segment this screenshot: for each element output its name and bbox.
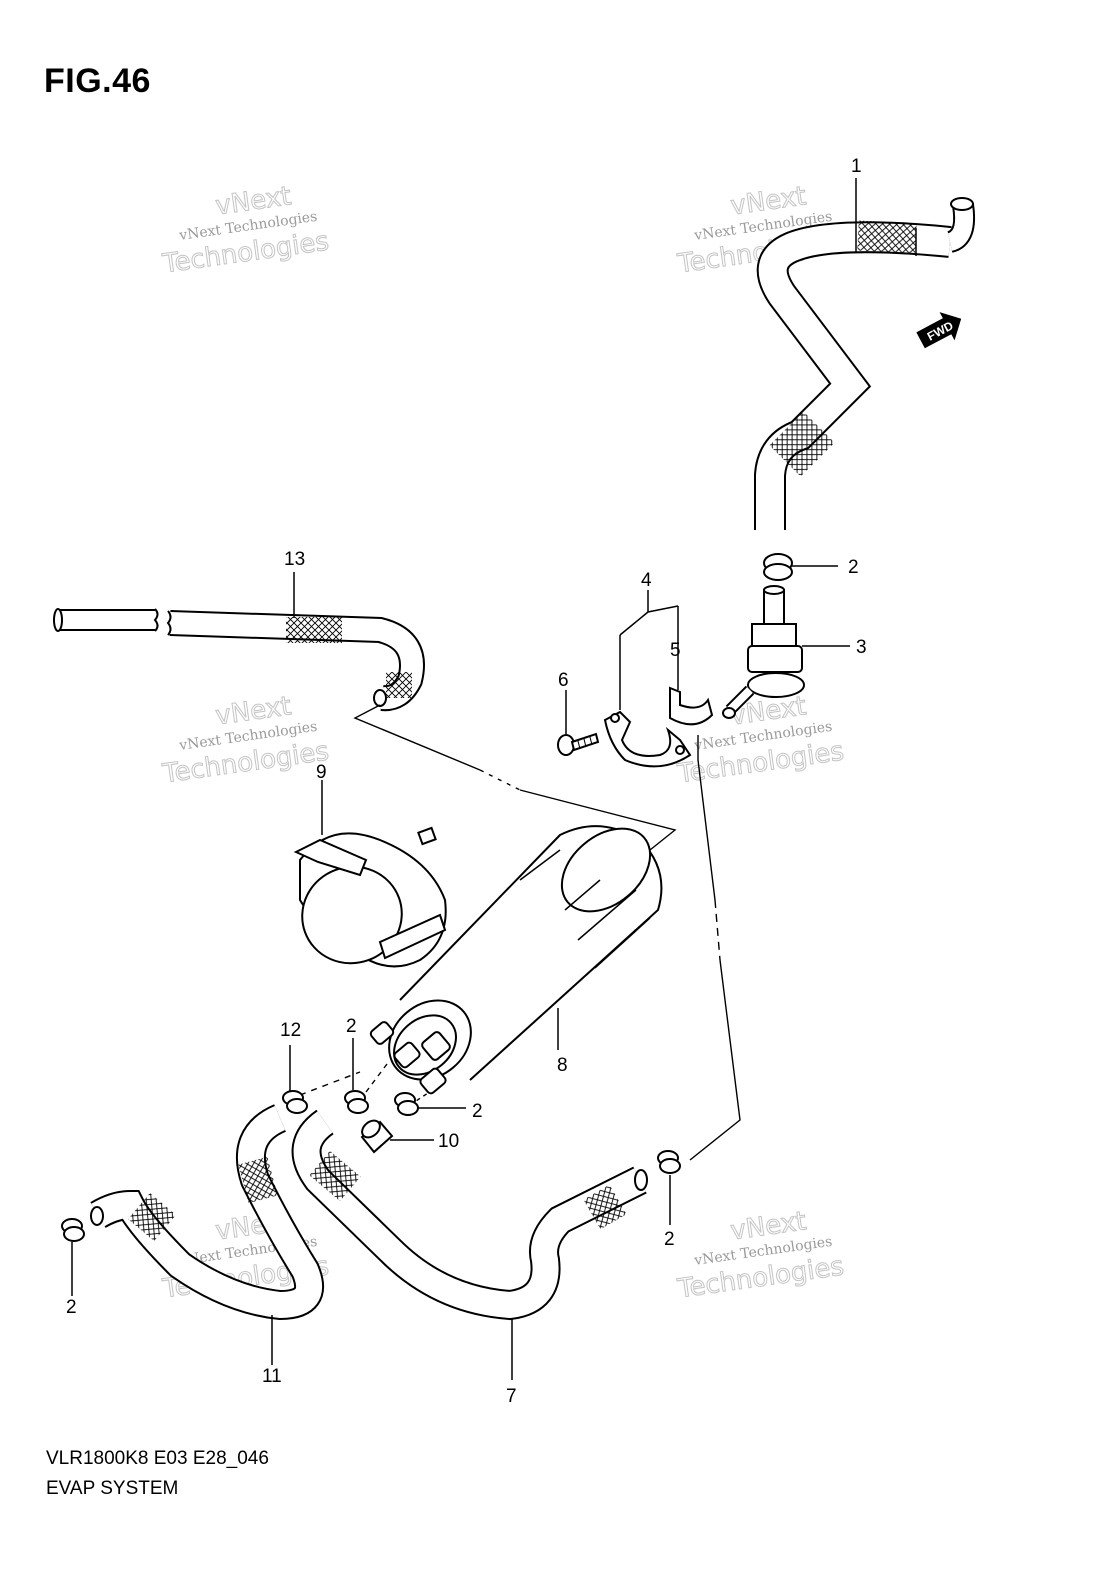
callout-part-6: 6 bbox=[558, 670, 569, 691]
callout-part-5: 5 bbox=[670, 640, 681, 661]
clamp-part-2-d bbox=[61, 1218, 85, 1242]
watermark-bottom-right: vNext vNext Technologies Technologies bbox=[675, 1206, 847, 1305]
callout-part-2-b: 2 bbox=[346, 1016, 357, 1037]
watermark-top-left: vNext vNext Technologies Technologies bbox=[160, 181, 332, 280]
clamp-part-5 bbox=[669, 686, 714, 726]
clamp-part-2-a bbox=[763, 553, 838, 581]
hose-part-7 bbox=[291, 1109, 648, 1321]
clamp-part-2-c bbox=[394, 1092, 466, 1116]
clamp-part-12 bbox=[282, 1090, 308, 1114]
hose-part-10 bbox=[360, 1119, 434, 1154]
watermark-mid-left: vNext vNext Technologies Technologies bbox=[160, 691, 332, 790]
callout-part-2-a: 2 bbox=[848, 557, 859, 578]
callout-part-10: 10 bbox=[438, 1131, 459, 1152]
connection-lines bbox=[299, 704, 741, 1161]
clamp-part-2-b bbox=[344, 1090, 369, 1114]
callout-part-9: 9 bbox=[316, 762, 327, 783]
callout-part-3: 3 bbox=[856, 637, 867, 658]
hose-part-1 bbox=[754, 197, 976, 530]
callout-part-13: 13 bbox=[284, 549, 305, 570]
callout-part-4: 4 bbox=[641, 570, 652, 591]
callout-part-2-e: 2 bbox=[664, 1229, 675, 1250]
hose-part-11 bbox=[90, 1104, 324, 1321]
canister-part-8 bbox=[369, 825, 663, 1095]
clamp-part-2-e bbox=[657, 1150, 681, 1174]
callout-part-2-c: 2 bbox=[472, 1101, 483, 1122]
callout-part-8: 8 bbox=[557, 1055, 568, 1076]
callout-part-12: 12 bbox=[280, 1020, 301, 1041]
fwd-arrow-icon: FWD bbox=[916, 312, 962, 349]
callout-part-2-d: 2 bbox=[66, 1297, 77, 1318]
callout-part-7: 7 bbox=[506, 1386, 517, 1407]
callout-part-11: 11 bbox=[262, 1366, 282, 1387]
bracket-part-4 bbox=[603, 710, 692, 768]
hose-part-13 bbox=[53, 608, 425, 712]
valve-part-3 bbox=[722, 585, 850, 719]
band-part-9 bbox=[293, 826, 447, 968]
section-name: EVAP SYSTEM bbox=[46, 1478, 179, 1499]
callout-part-1: 1 bbox=[851, 156, 862, 177]
leaders-parts-4-5-6 bbox=[565, 590, 679, 734]
watermark-mid-right: vNext vNext Technologies Technologies bbox=[675, 691, 847, 790]
figure-title: FIG.46 bbox=[44, 62, 151, 100]
model-code: VLR1800K8 E03 E28_046 bbox=[46, 1448, 269, 1469]
screw-part-6 bbox=[557, 732, 600, 756]
